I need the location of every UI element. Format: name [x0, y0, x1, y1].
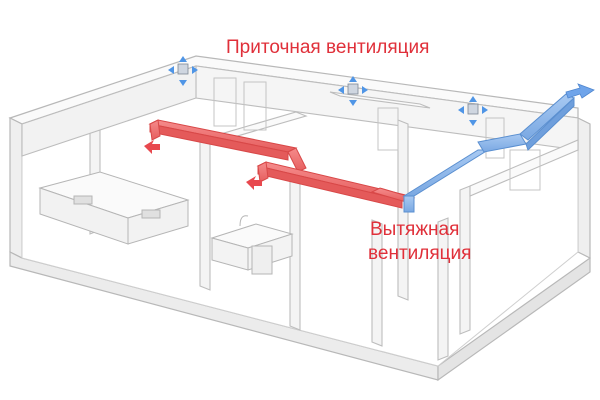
faucet [239, 215, 249, 227]
diffuser-room-1 [168, 56, 198, 86]
air-diffuser-icon [168, 56, 488, 126]
outer-wall-right-front [437, 256, 591, 382]
exhaust-duct [402, 93, 575, 213]
right-room-wall [469, 139, 579, 197]
outer-wall-right [577, 117, 591, 259]
exhaust-ventilation-label-line2: вентиляция [368, 243, 472, 264]
washbasin [251, 245, 273, 275]
supply-duct-segment-a-face [149, 123, 289, 161]
supply-airflow-arrow-icon [144, 140, 262, 190]
supply-duct-segment-b [287, 147, 307, 173]
door-column-2 [437, 217, 449, 361]
supply-duct-segment-c-face [257, 165, 403, 209]
supply-duct [148, 119, 416, 209]
apartment-shell [8, 55, 591, 382]
supply-duct-elbow [149, 119, 161, 141]
partition-right [397, 119, 409, 301]
kitchen-back-wall [21, 65, 197, 157]
kitchen-counter-icon [38, 171, 190, 245]
exhaust-ventilation-label-line1: Вытяжная [370, 219, 460, 240]
cooktop [73, 195, 93, 205]
door-back-3 [377, 107, 399, 151]
diffuser-room-3 [458, 96, 488, 126]
sink [141, 209, 161, 219]
outer-wall-left [9, 117, 23, 259]
partition-right-top [329, 91, 431, 109]
supply-arrow-2 [246, 176, 262, 190]
supply-duct-drop [257, 161, 269, 183]
exhaust-duct-segment-c-face [525, 96, 575, 151]
door-back-2 [243, 81, 267, 131]
partition-center-face [199, 139, 211, 291]
bathtub-icon [210, 215, 294, 275]
supply-ventilation-label: Приточная вентиляция [226, 37, 430, 58]
exhaust-duct-riser [403, 195, 415, 213]
door-column-3 [459, 185, 471, 335]
exhaust-outlet-arrow [565, 83, 595, 99]
exhaust-outlet-arrow-icon [565, 83, 595, 99]
supply-arrow-1 [144, 140, 160, 154]
diffuser-room-2 [338, 76, 368, 106]
door-back-1 [213, 77, 237, 127]
counter-side [39, 187, 129, 245]
door-column-1 [371, 219, 383, 347]
window-right [509, 149, 541, 191]
